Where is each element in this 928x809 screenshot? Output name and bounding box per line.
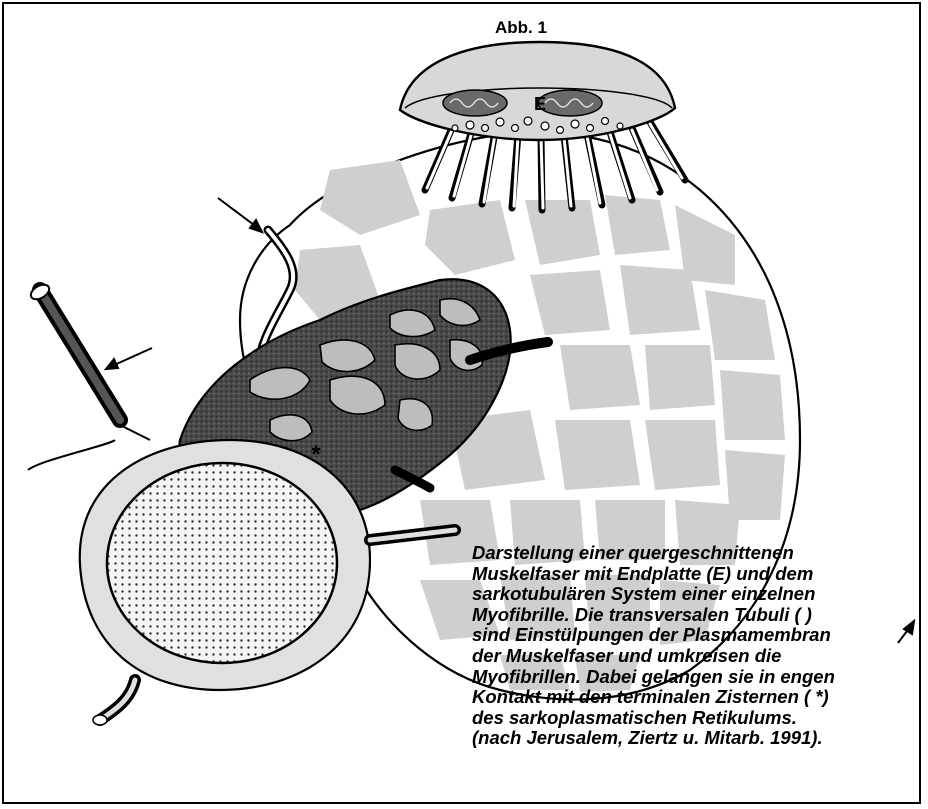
caption-line: sind Einstülpungen der Plasmamembran — [472, 625, 922, 646]
caption-line: Kontakt mit den terminalen Zisternen ( *… — [472, 687, 922, 708]
caption-line: (nach Jerusalem, Ziertz u. Mitarb. 1991)… — [472, 728, 922, 749]
figure-caption: Darstellung einer quergeschnittenen Musk… — [472, 543, 922, 749]
caption-line: Myofibrille. Die transversalen Tubuli ( … — [472, 605, 922, 626]
caption-line: des sarkoplasmatischen Retikulums. — [472, 708, 922, 729]
caption-line: der Muskelfaser und umkreisen die — [472, 646, 922, 667]
endplate-label: E — [534, 94, 546, 114]
caption-line: Myofibrillen. Dabei gelangen sie in enge… — [472, 667, 922, 688]
caption-line: Darstellung einer quergeschnittenen — [472, 543, 922, 564]
caption-line: Muskelfaser mit Endplatte (E) und dem — [472, 564, 922, 585]
caption-line: sarkotubulären System einer einzelnen — [472, 584, 922, 605]
